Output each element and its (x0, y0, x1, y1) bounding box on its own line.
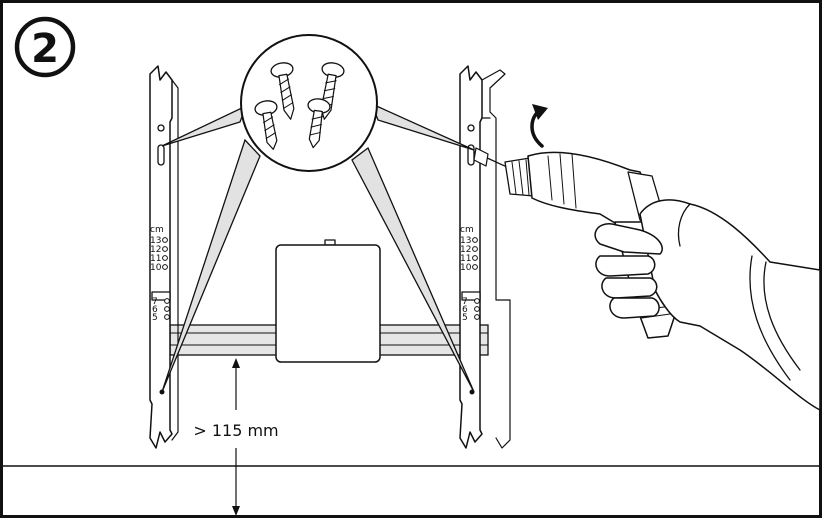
right-scale-hole (472, 246, 478, 252)
screw-icon (307, 98, 331, 149)
right-scale-hole (474, 314, 480, 320)
left-scale-mark: 7 (152, 297, 158, 307)
left-scale-hole (162, 255, 168, 261)
right-scale-hole (472, 264, 478, 270)
rotate-clockwise-arrow-icon (530, 104, 548, 148)
left-scale-hole (164, 298, 170, 304)
hand-icon (594, 199, 821, 411)
right-scale-mark: 7 (462, 297, 468, 307)
step-number: 2 (31, 26, 59, 72)
screw-icon (254, 100, 278, 150)
left-scale-mark: 5 (152, 313, 158, 323)
callout-leader-lines (161, 102, 475, 393)
right-scale-mark: 5 (462, 313, 468, 323)
right-scale-hole (472, 255, 478, 261)
left-scale-hole (162, 264, 168, 270)
left-scale-mark: 6 (152, 305, 158, 315)
left-scale-mark: 12 (150, 245, 161, 255)
right-scale-unit: cm (460, 225, 474, 235)
right-scale-mark: 10 (460, 263, 472, 273)
cover-plate (275, 239, 381, 363)
left-scale-hole (162, 246, 168, 252)
right-scale-hole (472, 237, 478, 243)
height-dimension: > 115 mm (193, 358, 279, 516)
right-scale-hole (474, 298, 480, 304)
screw-icon (270, 62, 295, 120)
right-scale-mark: 6 (462, 305, 468, 315)
right-scale-mark: 12 (460, 245, 471, 255)
left-wall-bracket (149, 65, 179, 449)
left-scale-hole (162, 237, 168, 243)
step-number-badge: 2 (14, 16, 76, 78)
screws-magnifier (240, 34, 378, 172)
left-scale-hole (164, 314, 170, 320)
left-scale-unit: cm (150, 225, 164, 235)
right-scale-mark: 11 (460, 254, 471, 264)
left-scale-mark: 13 (150, 236, 161, 246)
left-scale-hole (164, 306, 170, 312)
right-scale-hole (474, 306, 480, 312)
right-scale-mark: 13 (460, 236, 471, 246)
left-scale-mark: 10 (150, 263, 162, 273)
dimension-label: > 115 mm (193, 421, 278, 440)
left-scale-mark: 11 (150, 254, 161, 264)
